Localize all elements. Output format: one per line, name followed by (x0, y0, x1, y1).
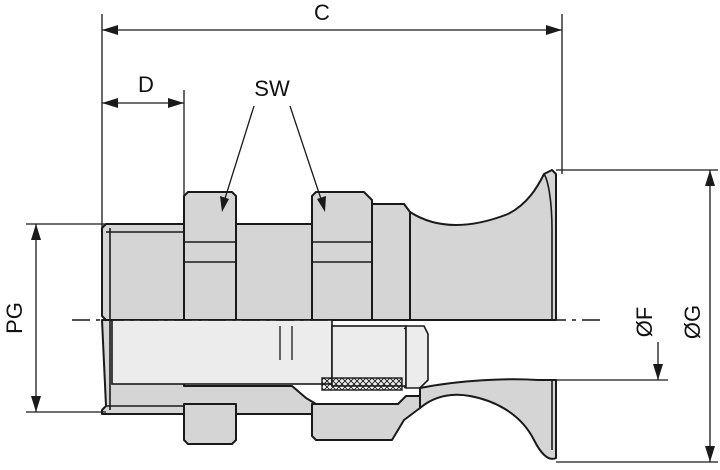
seal-ring (405, 325, 429, 389)
dimension-f: ØF (556, 307, 668, 381)
dimension-g: ØG (556, 169, 718, 463)
gland-body-section (101, 319, 557, 460)
threaded-section (101, 223, 185, 321)
sw-arrow-left (220, 196, 229, 212)
body-hex-lower (183, 403, 237, 445)
dim-g-label: ØG (680, 305, 705, 339)
pressure-screw-hexagon (311, 191, 373, 321)
funnel-rim-line (543, 173, 553, 320)
dim-g-arrow-bottom (705, 446, 715, 462)
inner-bore (111, 319, 333, 385)
sw-leader-right (289, 105, 325, 209)
dim-d-arrow-right (168, 98, 184, 108)
dim-f-arrow (653, 364, 663, 380)
dim-pg-arrow-bottom (31, 396, 41, 412)
body-shaft (235, 223, 313, 321)
dim-sw-label: SW (254, 76, 290, 101)
dim-f-label: ØF (632, 307, 657, 338)
body-hexagon (183, 191, 237, 321)
dim-c-arrow-right (546, 25, 562, 35)
sw-leader-left (221, 105, 255, 209)
dimension-c: C (102, 0, 562, 35)
dimension-pg: PG (2, 223, 106, 413)
seal-insert (331, 325, 407, 387)
gland-body-exterior (101, 169, 557, 321)
dimension-sw: SW (220, 76, 326, 212)
dimension-d: D (102, 72, 184, 108)
dim-g-arrow-top (705, 170, 715, 186)
bend-protection-funnel (409, 169, 557, 321)
dim-pg-label: PG (2, 302, 27, 334)
dim-d-label: D (138, 72, 154, 97)
funnel-lower-curve (419, 378, 557, 460)
dim-pg-arrow-top (31, 224, 41, 240)
dim-c-label: C (314, 0, 330, 25)
screw-hex-lower (311, 395, 421, 441)
sw-arrow-right (317, 196, 326, 212)
seal-mesh (321, 377, 403, 391)
dim-d-arrow-left (102, 98, 118, 108)
dim-c-arrow-left (102, 25, 118, 35)
screw-collar (371, 203, 411, 321)
